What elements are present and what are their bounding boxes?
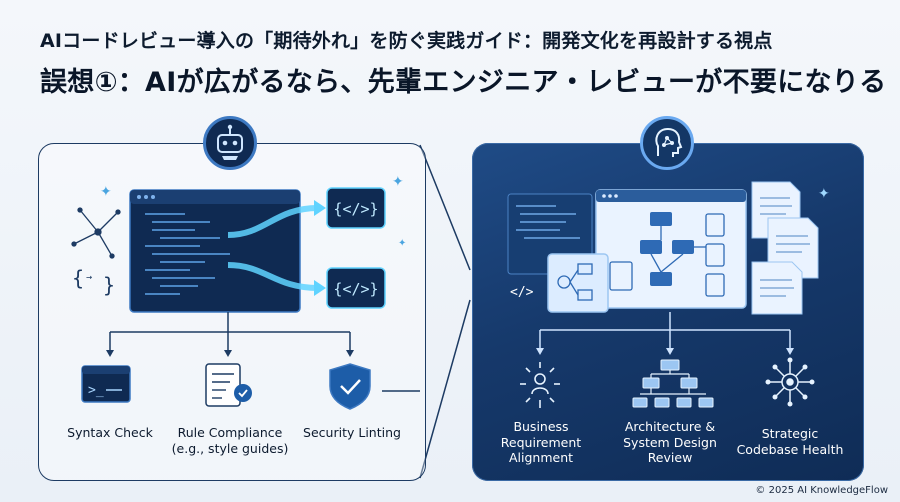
robot-icon bbox=[203, 116, 257, 170]
svg-text:→: → bbox=[86, 272, 92, 283]
svg-text:}: } bbox=[103, 273, 115, 297]
business-requirement-label: Business Requirement Alignment bbox=[500, 419, 582, 466]
svg-text:✦: ✦ bbox=[392, 174, 404, 190]
svg-text:{: { bbox=[72, 266, 84, 290]
copyright: © 2025 AI KnowledgeFlow bbox=[755, 485, 888, 496]
svg-text:✦: ✦ bbox=[818, 186, 830, 202]
svg-text:✦: ✦ bbox=[398, 238, 406, 249]
svg-text:{</>}: {</>} bbox=[333, 200, 378, 218]
svg-text:✦: ✦ bbox=[100, 184, 112, 200]
subtitle: AIコードレビュー導入の「期待外れ」を防ぐ実践ガイド：開発文化を再設計する視点 bbox=[40, 30, 773, 52]
page-title: 誤想①：AIが広がるなら、先輩エンジニア・レビューが不要になりる bbox=[40, 67, 887, 98]
rule-compliance-label: Rule Compliance (e.g., style guides) bbox=[171, 425, 289, 456]
syntax-check-label: Syntax Check bbox=[67, 425, 153, 440]
svg-text:>_: >_ bbox=[88, 383, 104, 398]
svg-text:</>: </> bbox=[510, 285, 534, 300]
codebase-health-label: Strategic Codebase Health bbox=[736, 426, 844, 457]
svg-text:{</>}: {</>} bbox=[333, 280, 378, 298]
architecture-review-label: Architecture & System Design Review bbox=[623, 419, 717, 466]
brain-head-icon bbox=[640, 116, 694, 170]
security-linting-label: Security Linting bbox=[303, 425, 401, 440]
